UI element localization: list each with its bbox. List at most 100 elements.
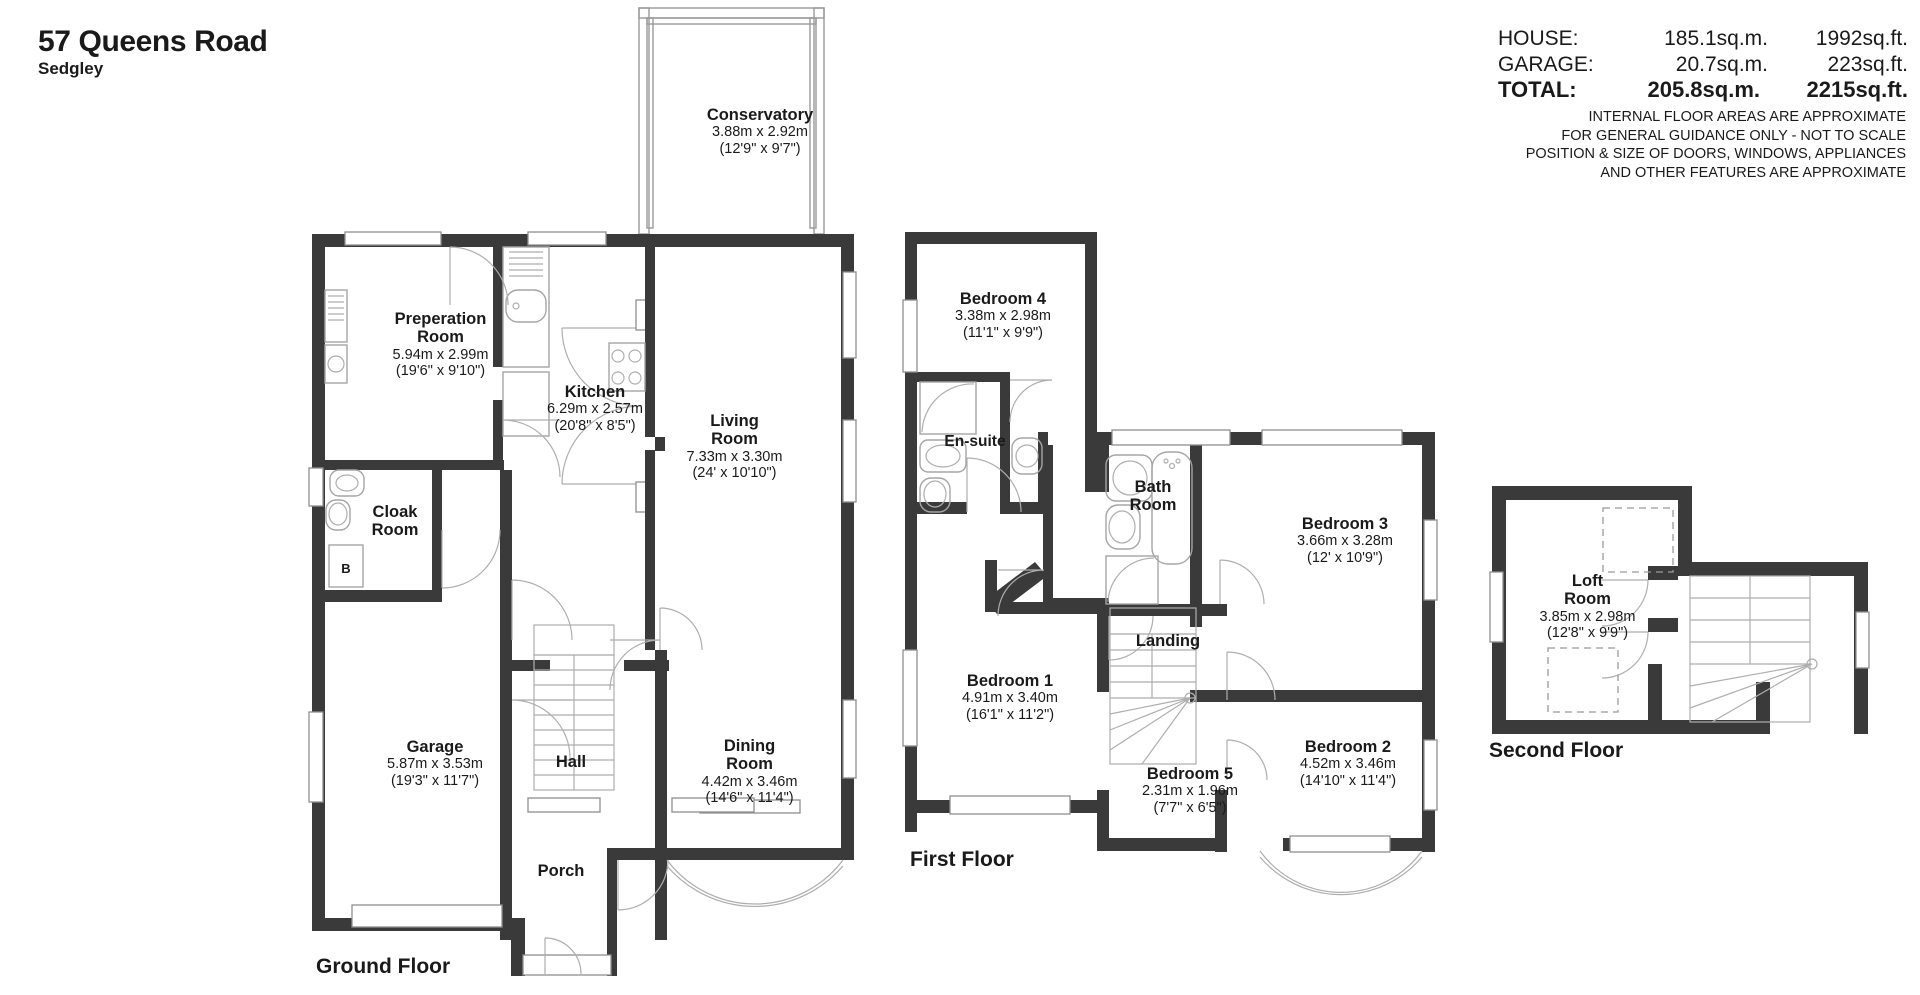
area-sqm-house: 185.1sq.m. (1664, 27, 1768, 50)
room-name-bath-room: Bath Room (1129, 478, 1177, 515)
page-title: 57 Queens Road (38, 25, 268, 58)
roof-light-lower (1547, 647, 1619, 713)
room-imperial-bedroom-1: (16'1" x 11'2") (965, 706, 1055, 723)
room-label-en-suite: En-suite (910, 433, 1040, 450)
room-metric-preperation-room: 5.94m x 2.99m (392, 346, 489, 363)
room-name-bedroom-2: Bedroom 2 (1304, 738, 1392, 756)
room-name-porch: Porch (537, 862, 585, 880)
room-label-living-room: Living Room 7.33m x 3.30m (24' x 10'10") (647, 412, 822, 481)
room-imperial-bedroom-2: (14'10" x 11'4") (1299, 772, 1397, 789)
area-label-garage: GARAGE: (1498, 52, 1594, 76)
room-metric-conservatory: 3.88m x 2.92m (712, 124, 808, 141)
second-floor-stairs (1689, 575, 1818, 723)
room-label-bedroom-2: Bedroom 2 4.52m x 3.46m (14'10" x 11'4") (1253, 738, 1443, 789)
room-label-bedroom-1: Bedroom 1 4.91m x 3.40m (16'1" x 11'2") (915, 672, 1105, 723)
room-label-preperation-room: Preperation Room 5.94m x 2.99m (19'6" x … (348, 310, 533, 379)
first-floor-windows (902, 299, 1438, 853)
room-metric-loft-room: 3.85m x 2.98m (1539, 608, 1636, 625)
room-label-kitchen: Kitchen 6.29m x 2.57m (20'8" x 8'5") (505, 383, 685, 434)
disclaimer-block: INTERNAL FLOOR AREAS ARE APPROXIMATE FOR… (1288, 108, 1908, 182)
room-name-bedroom-1: Bedroom 1 (966, 672, 1054, 690)
room-label-bedroom-5: Bedroom 5 2.31m x 1.96m (7'7" x 6'5") (1105, 765, 1275, 816)
room-name-dining-room: Dining Room (723, 737, 776, 774)
room-label-landing: Landing (1103, 632, 1233, 650)
room-label-porch: Porch (496, 862, 626, 880)
room-label-hall: Hall (516, 753, 626, 771)
floor-caption-ground: Ground Floor (316, 955, 451, 978)
room-label-conservatory: Conservatory 3.88m x 2.92m (12'9" x 9'7"… (660, 106, 860, 157)
floor-caption-first: First Floor (910, 848, 1014, 871)
area-sqm-total: 205.8sq.m. (1647, 77, 1760, 103)
ground-floor-partitions (312, 247, 669, 940)
ground-floor-doors (441, 246, 703, 911)
area-label-total: TOTAL: (1498, 77, 1577, 103)
room-metric-bedroom-5: 2.31m x 1.96m (1142, 783, 1238, 800)
room-metric-bedroom-3: 3.66m x 3.28m (1297, 533, 1393, 550)
room-imperial-dining-room: (14'6" x 11'4") (705, 790, 794, 807)
ground-floor-drawing: B (308, 7, 857, 976)
room-label-bedroom-3: Bedroom 3 3.66m x 3.28m (12' x 10'9") (1250, 515, 1440, 566)
ground-floor-fixtures: B (324, 246, 646, 791)
first-floor-fixtures (919, 381, 1197, 765)
room-metric-dining-room: 4.42m x 3.46m (701, 773, 798, 790)
room-metric-bedroom-2: 4.52m x 3.46m (1300, 756, 1396, 773)
room-name-bedroom-5: Bedroom 5 (1146, 765, 1234, 783)
room-imperial-garage: (19'3" x 11'7") (390, 772, 480, 789)
bedroom2-bay-window (1259, 850, 1423, 896)
room-name-conservatory: Conservatory (706, 106, 814, 124)
room-label-bedroom-4: Bedroom 4 3.38m x 2.98m (11'1" x 9'9") (908, 290, 1098, 341)
room-label-loft-room: Loft Room 3.85m x 2.98m (12'8" x 9'9") (1500, 572, 1675, 641)
ground-floor-windows (308, 231, 857, 976)
first-floor-stairs (1109, 633, 1197, 765)
area-sqft-house: 1992sq.ft. (1815, 27, 1908, 50)
room-name-hall: Hall (555, 753, 587, 771)
area-row-house: HOUSE: 185.1sq.m. 1992sq.ft. (1288, 26, 1908, 52)
room-name-landing: Landing (1135, 632, 1201, 650)
room-metric-bedroom-1: 4.91m x 3.40m (962, 690, 1058, 707)
disclaimer-line-1: INTERNAL FLOOR AREAS ARE APPROXIMATE (1588, 109, 1906, 126)
second-floor-windows (1489, 571, 1870, 669)
title-block: 57 Queens Road Sedgley (38, 25, 268, 78)
floor-caption-second: Second Floor (1489, 739, 1624, 762)
room-imperial-conservatory: (12'9" x 9'7") (719, 140, 801, 157)
room-name-preperation-room: Preperation Room (394, 310, 487, 347)
first-floor-drawing (902, 232, 1438, 896)
room-name-bedroom-3: Bedroom 3 (1301, 515, 1389, 533)
room-label-bath-room: Bath Room (1098, 478, 1208, 515)
room-name-kitchen: Kitchen (564, 383, 626, 401)
room-name-loft-room: Loft Room (1564, 572, 1611, 609)
room-label-cloak-room: Cloak Room (330, 503, 460, 540)
area-sqm-garage: 20.7sq.m. (1675, 52, 1768, 76)
room-name-garage: Garage (406, 738, 464, 756)
room-imperial-living-room: (24' x 10'10") (692, 465, 777, 482)
disclaimer-line-3: POSITION & SIZE OF DOORS, WINDOWS, APPLI… (1525, 146, 1906, 163)
room-imperial-bedroom-5: (7'7" x 6'5") (1153, 799, 1227, 816)
roof-light-upper (1602, 507, 1674, 573)
room-label-garage: Garage 5.87m x 3.53m (19'3" x 11'7") (345, 738, 525, 789)
page-subtitle: Sedgley (38, 58, 104, 78)
room-imperial-preperation-room: (19'6" x 9'10") (395, 363, 486, 380)
room-name-bedroom-4: Bedroom 4 (959, 290, 1047, 308)
area-row-total: TOTAL: 205.8sq.m. 2215sq.ft. (1288, 77, 1908, 104)
room-imperial-bedroom-3: (12' x 10'9") (1307, 549, 1383, 566)
disclaimer-line-2: FOR GENERAL GUIDANCE ONLY - NOT TO SCALE (1561, 127, 1906, 144)
area-summary: HOUSE: 185.1sq.m. 1992sq.ft. GARAGE: 20.… (1288, 26, 1908, 182)
dining-bay-window (666, 859, 844, 907)
area-sqft-garage: 223sq.ft. (1827, 52, 1908, 76)
room-name-living-room: Living Room (710, 412, 759, 449)
area-sqft-total: 2215sq.ft. (1806, 77, 1909, 103)
room-imperial-kitchen: (20'8" x 8'5") (554, 417, 636, 434)
disclaimer-line-4: AND OTHER FEATURES ARE APPROXIMATE (1600, 164, 1906, 181)
second-floor-walls (1492, 486, 1868, 734)
room-imperial-loft-room: (12'8" x 9'9") (1546, 625, 1629, 642)
first-floor-doors (966, 379, 1276, 781)
room-label-dining-room: Dining Room 4.42m x 3.46m (14'6" x 11'4"… (662, 737, 837, 806)
room-name-cloak-room: Cloak Room (371, 503, 419, 540)
room-name-en-suite: En-suite (944, 433, 1006, 450)
second-floor-doors (1601, 579, 1649, 679)
boiler-marker: B (341, 561, 350, 576)
area-row-garage: GARAGE: 20.7sq.m. 223sq.ft. (1288, 52, 1908, 78)
second-floor-drawing (1489, 486, 1870, 734)
